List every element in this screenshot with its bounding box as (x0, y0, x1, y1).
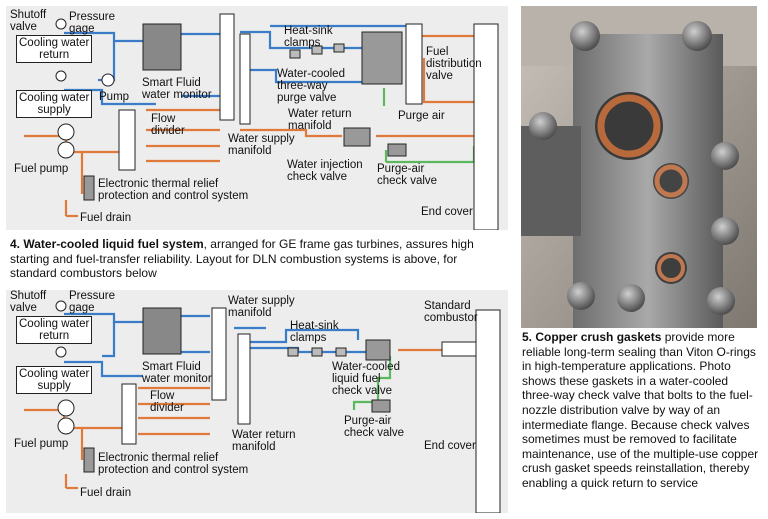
heat-sink-clamp-icon (311, 347, 323, 357)
pressure-gage-icon (55, 18, 67, 30)
fuel-pump-icon (57, 417, 75, 435)
label-heat-sink-clamps: Heat-sink clamps (284, 25, 333, 49)
caption-4-text: , arranged for GE frame gas turbines, as… (10, 237, 474, 281)
water-injection-check-valve-icon (343, 127, 371, 147)
label-fuel-drain: Fuel drain (80, 487, 132, 499)
caption-figure-5: 5. Copper crush gaskets provide more rel… (522, 330, 762, 491)
caption-4-title: Water-cooled liquid fuel system (23, 237, 204, 251)
label-water-injection-check-valve: Water injection check valve (287, 159, 363, 183)
thermal-relief-icon (83, 447, 95, 473)
caption-4-number: 4. (10, 237, 21, 251)
heat-sink-clamp-icon (335, 347, 347, 357)
pressure-gage-icon (55, 70, 67, 82)
end-cover-icon (475, 309, 501, 513)
label-pressure-gage: Pressure gage (69, 290, 116, 314)
copper-gasket-icon (654, 164, 688, 198)
label-shutoff-valve: Shutoff valve (10, 9, 47, 33)
diagram-dln-layout: Shutoff valve Pressure gage Cooling wate… (6, 6, 508, 230)
heat-sink-clamp-icon (311, 45, 323, 55)
heat-sink-clamp-icon (333, 43, 345, 53)
caption-5-number: 5. (522, 330, 533, 344)
end-cover-icon (473, 23, 499, 230)
bolt-icon (529, 112, 557, 140)
label-purge-air: Purge air (398, 110, 445, 122)
diagram-dln-lines (24, 13, 499, 230)
label-shutoff-valve: Shutoff valve (10, 290, 47, 314)
fuel-pump-icon (57, 123, 75, 141)
label-standard-combustor: Standard combustor (424, 300, 478, 324)
bolt-icon (570, 21, 600, 51)
photo-copper-gaskets (521, 6, 757, 328)
label-smart-fluid: Smart Fluid water monitor (142, 361, 212, 385)
flow-divider-icon (118, 109, 136, 171)
pressure-gage-icon (55, 346, 67, 358)
label-fuel-pump: Fuel pump (14, 438, 69, 450)
diagram-standard-lines (24, 300, 501, 513)
label-pump: Pump (99, 91, 130, 103)
bolt-icon (711, 217, 739, 245)
label-purge-valve: Water-cooled three-way purge valve (277, 68, 345, 104)
fuel-distribution-valve-icon (405, 23, 423, 105)
box-cooling-water-supply: Cooling water supply (16, 90, 93, 118)
diagram-standard-layout: Shutoff valve Pressure gage Cooling wate… (6, 290, 508, 513)
bolt-icon (711, 142, 739, 170)
pump-icon (101, 73, 115, 87)
photo-illustration (521, 6, 757, 328)
label-water-supply-manifold: Water supply manifold (228, 133, 295, 157)
label-flow-divider: Flow divider (150, 390, 184, 414)
label-purge-air-check-valve: Purge-air check valve (344, 415, 405, 439)
label-heat-sink-clamps: Heat-sink clamps (290, 320, 339, 344)
box-cooling-water-return: Cooling water return (16, 35, 93, 63)
flow-divider-icon (121, 383, 137, 445)
caption-5-text: provide more reliable long-term sealing … (522, 330, 759, 490)
label-fuel-pump: Fuel pump (14, 163, 69, 175)
fuel-pump-icon (57, 141, 75, 159)
water-return-manifold-icon (237, 333, 251, 425)
copper-gasket-icon (597, 94, 661, 158)
water-supply-manifold-icon (211, 307, 227, 401)
box-cooling-water-return: Cooling water return (16, 316, 93, 344)
bolt-icon (707, 287, 735, 315)
label-smart-fluid: Smart Fluid water monitor (142, 77, 212, 101)
label-thermal-relief: Electronic thermal relief protection and… (98, 452, 249, 476)
label-purge-air-check-valve: Purge-air check valve (377, 163, 438, 187)
label-end-cover: End cover (421, 206, 473, 218)
label-water-supply-manifold: Water supply manifold (228, 295, 295, 319)
purge-valve-icon (361, 31, 403, 85)
smart-fluid-monitor-icon (142, 307, 182, 355)
combustor-arm-icon (441, 341, 477, 357)
smart-fluid-monitor-icon (142, 23, 182, 71)
heat-sink-clamp-icon (289, 49, 301, 59)
liquid-fuel-check-valve-icon (365, 339, 391, 361)
bolt-icon (617, 284, 645, 312)
label-thermal-relief: Electronic thermal relief protection and… (98, 178, 249, 202)
fuel-pump-icon (57, 399, 75, 417)
bolt-icon (567, 282, 595, 310)
purge-air-check-valve-icon (387, 143, 407, 157)
label-end-cover: End cover (424, 440, 476, 452)
water-return-manifold-icon (239, 33, 251, 125)
copper-gasket-icon (657, 254, 685, 282)
label-pressure-gage: Pressure gage (69, 11, 116, 35)
label-liquid-fuel-check-valve: Water-cooled liquid fuel check valve (332, 361, 400, 397)
heat-sink-clamp-icon (287, 347, 299, 357)
box-cooling-water-supply: Cooling water supply (16, 366, 93, 394)
water-supply-manifold-icon (219, 13, 235, 121)
caption-5-title: Copper crush gaskets (535, 330, 662, 344)
label-fuel-distribution-valve: Fuel distribution valve (426, 46, 482, 82)
thermal-relief-icon (83, 175, 95, 201)
label-water-return-manifold: Water return manifold (288, 108, 352, 132)
pressure-gage-icon (55, 300, 67, 312)
label-flow-divider: Flow divider (151, 113, 185, 137)
label-water-return-manifold: Water return manifold (232, 429, 296, 453)
bolt-icon (682, 21, 712, 51)
label-fuel-drain: Fuel drain (80, 212, 132, 224)
purge-air-check-valve-icon (371, 399, 391, 413)
caption-figure-4: 4. Water-cooled liquid fuel system, arra… (10, 237, 500, 281)
